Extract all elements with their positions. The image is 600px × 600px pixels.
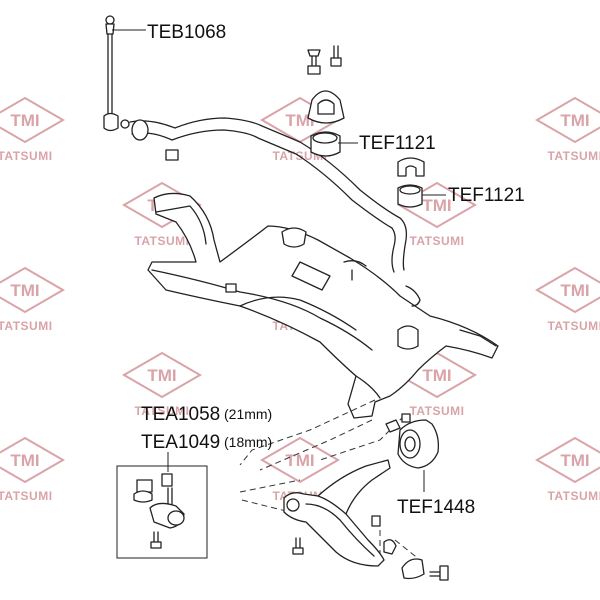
stabilizer-link — [103, 15, 142, 132]
tmi-watermark: TMI TATSUMI — [0, 96, 65, 163]
tmi-logo-text: TMI — [422, 366, 451, 385]
tmi-watermark: TMI TATSUMI — [535, 436, 600, 503]
control-arm-bushing — [385, 413, 440, 469]
tmi-logo-text: TMI — [560, 281, 589, 300]
bushing-clamp-upper — [307, 45, 345, 157]
tatsumi-brand-text: TATSUMI — [134, 404, 189, 418]
tmi-diamond — [535, 436, 600, 484]
tmi-diamond — [0, 436, 65, 484]
leader-lines — [120, 29, 446, 492]
tmi-watermark: TMI TATSUMI — [535, 266, 600, 333]
label-tea1049: TEA1049 — [141, 432, 220, 453]
tatsumi-brand-text: TATSUMI — [547, 319, 600, 333]
tatsumi-brand-text: TATSUMI — [134, 234, 189, 248]
label-tea1058: TEA1058 — [141, 404, 220, 425]
tatsumi-brand-text: TATSUMI — [409, 404, 464, 418]
bushing-clamp-lower — [397, 157, 425, 208]
stabilizer-bar — [129, 117, 408, 273]
tmi-diamond — [122, 181, 202, 229]
tmi-logo-text: TMI — [10, 281, 39, 300]
control-arm — [283, 459, 397, 567]
part-labels: TEB1068 TEF1121 TEF1121 TEA1058 (21mm) T… — [141, 22, 525, 518]
tmi-logo-text: TMI — [147, 366, 176, 385]
tmi-logo-text: TMI — [10, 111, 39, 130]
tmi-diamond — [0, 96, 65, 144]
tmi-logo-text: TMI — [285, 451, 314, 470]
bracket-bolt — [401, 558, 449, 581]
ball-joint-box — [116, 465, 208, 559]
tmi-diamond — [535, 266, 600, 314]
tmi-logo-text: TMI — [10, 451, 39, 470]
label-teb1068: TEB1068 — [147, 22, 226, 43]
tmi-logo-text: TMI — [422, 196, 451, 215]
tmi-watermark: TMI TATSUMI — [0, 436, 65, 503]
tmi-diamond — [122, 351, 202, 399]
tmi-watermark: TMI TATSUMI — [397, 351, 477, 418]
label-tef1121-upper: TEF1121 — [359, 133, 436, 154]
tmi-logo-text: TMI — [560, 111, 589, 130]
tmi-diamond — [397, 181, 477, 229]
tatsumi-brand-text: TATSUMI — [409, 234, 464, 248]
tmi-logo-text: TMI — [285, 111, 314, 130]
tmi-watermark: TMI TATSUMI — [535, 96, 600, 163]
tatsumi-brand-text: TATSUMI — [547, 149, 600, 163]
tmi-diamond — [260, 436, 340, 484]
tatsumi-brand-text: TATSUMI — [0, 489, 53, 503]
tmi-diamond — [0, 266, 65, 314]
tatsumi-brand-text: TATSUMI — [0, 319, 53, 333]
tatsumi-brand-text: TATSUMI — [0, 149, 53, 163]
label-tea1049-size: (18mm) — [224, 434, 272, 450]
label-tef1121-lower: TEF1121 — [448, 185, 525, 206]
watermark-layer: TMI TATSUMI TMI TATSUMI TMI TATSUMI TMI TATSUMI… — [0, 96, 600, 503]
tmi-watermark: TMI TATSUMI — [397, 181, 477, 248]
label-tea1058-size: (21mm) — [224, 406, 272, 422]
tatsumi-brand-text: TATSUMI — [547, 489, 600, 503]
tmi-watermark: TMI TATSUMI — [0, 266, 65, 333]
subframe — [147, 192, 499, 419]
tmi-diamond — [535, 96, 600, 144]
tmi-logo-text: TMI — [560, 451, 589, 470]
tmi-watermark: TMI TATSUMI — [122, 351, 202, 418]
label-tef1448: TEF1448 — [397, 497, 475, 518]
